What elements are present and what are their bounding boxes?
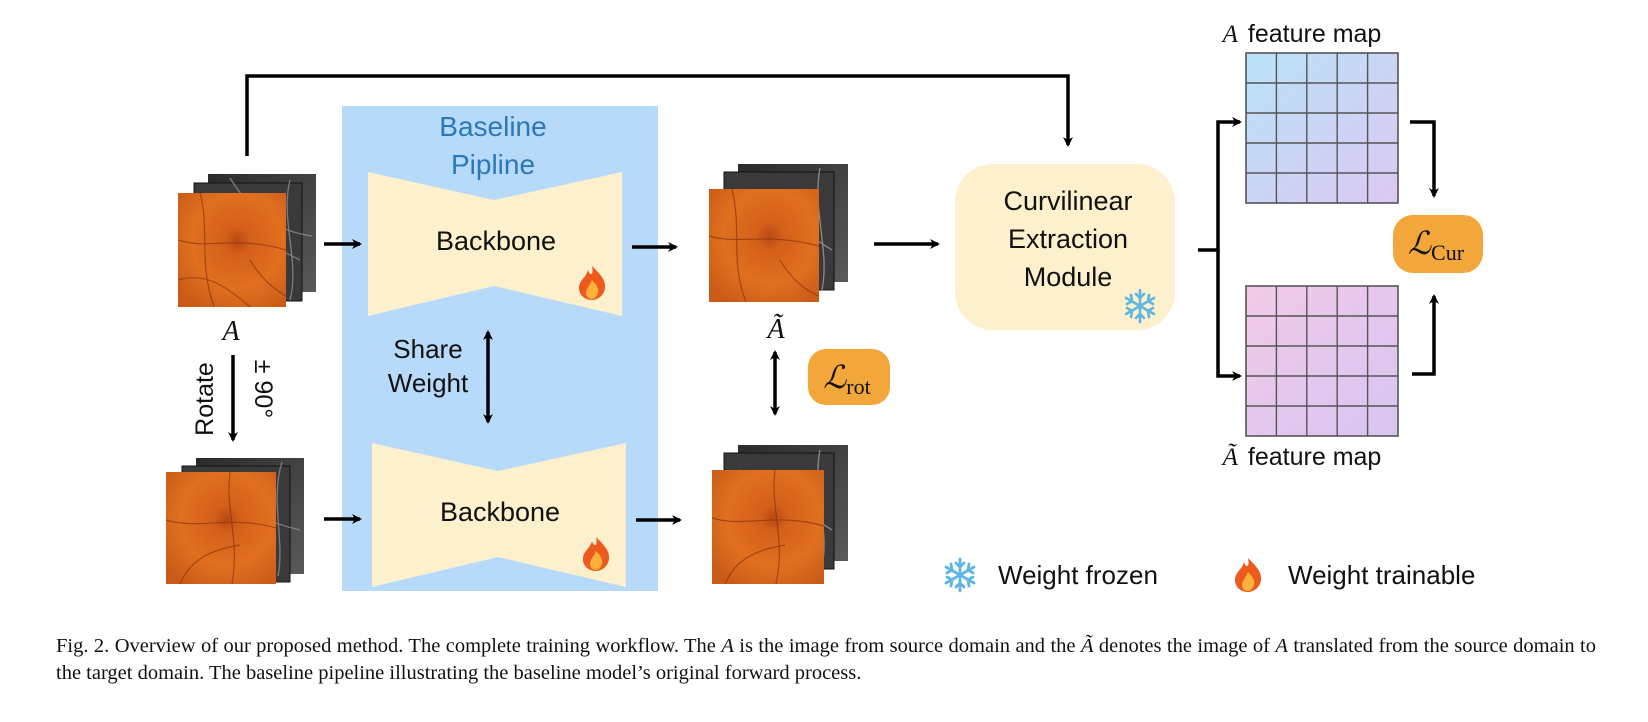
rotated-image-stack [165,458,304,585]
rotate-label: Rotate [191,362,219,436]
backbone-bottom: Backbone [372,443,626,587]
baseline-title-line2: Pipline [451,149,535,180]
branch-to-feature-maps [1198,117,1242,252]
rotation-loss-subscript: rot [846,374,870,399]
feature-map-background [1245,52,1399,204]
arrow-top-map-to-loss [1410,120,1439,198]
curvilinear-loss-symbol: ℒ [1408,225,1432,261]
legend-frozen-label: Weight frozen [998,560,1158,590]
baseline-title-line1: Baseline [439,111,546,142]
fire-icon [1235,558,1262,592]
curvilinear-extraction-module [955,164,1175,330]
share-weight-line1: Share [393,334,462,364]
backbone-bottom-label: Backbone [440,497,560,527]
rotation-loss-label: ℒrot [823,359,871,399]
feature-map-top-label: feature map [1248,20,1381,48]
backbone-top-label: Backbone [436,226,556,256]
branch-to-feature-map-bottom [1216,250,1242,381]
caption-part-2: is the image from source domain and the [733,635,1081,657]
feature-map-top-prefix: A [1221,21,1239,48]
feature-map-bottom-prefix: Ã [1221,443,1239,471]
curvilinear-loss-subscript: Cur [1431,240,1465,265]
caption-math-a: A [721,635,734,657]
caption-math-a-2: A [1275,635,1288,657]
method-diagram: Baseline Pipline Backbone Backbone Share… [165,20,1483,593]
caption-part-1: Fig. 2. Overview of our proposed method.… [56,635,722,657]
figure-caption: Fig. 2. Overview of our proposed method.… [56,633,1596,687]
cem-line2: Extraction [1008,224,1128,254]
rotation-loss-symbol: ℒ [823,359,847,395]
snowflake-icon [944,557,976,593]
backbone-top: Backbone [368,172,622,316]
source-image-stack [177,174,316,308]
translated-image-label: Ã [765,314,785,345]
cem-line1: Curvilinear [1003,186,1132,216]
arrow-bottom-map-to-loss [1412,294,1439,376]
caption-part-3: denotes the image of [1093,635,1276,657]
rotation-loss-badge [808,349,890,405]
feature-map-bottom-grid [1245,285,1399,437]
share-weight-line2: Weight [388,368,469,398]
fire-icon [579,266,606,300]
caption-math-a-tilde: Ã [1080,635,1094,657]
skip-connection-arrow [245,74,1073,156]
curvilinear-loss-label: ℒCur [1408,225,1465,265]
source-image-label: A [220,316,240,347]
legend-trainable-label: Weight trainable [1288,560,1475,590]
fire-icon [583,537,610,571]
rotate-angle-label: ± 90° [249,360,277,418]
curvilinear-loss-badge [1393,215,1483,273]
caption-part-4: translated from the source domain to the… [56,635,1597,684]
translated-image-stack [708,164,848,303]
feature-map-bottom-label: feature map [1248,443,1381,471]
cem-line3: Module [1024,262,1113,292]
feature-map-top-grid [1245,52,1399,204]
snowflake-icon [1124,288,1156,324]
feature-map-background [1245,285,1399,437]
translated-rotated-image-stack [711,445,848,585]
